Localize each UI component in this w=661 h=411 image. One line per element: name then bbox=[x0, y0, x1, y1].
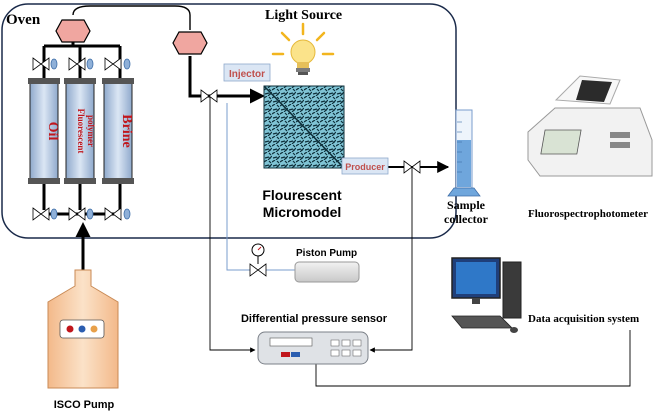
injector-label: Injector bbox=[229, 69, 265, 80]
column-oil-label: Oil bbox=[45, 122, 60, 141]
producer-label: Producer bbox=[345, 162, 385, 172]
computer-icon bbox=[451, 257, 522, 333]
column-polymer-label-2: polymer bbox=[86, 115, 96, 147]
light-bulb-icon bbox=[271, 22, 335, 75]
micromodel-label-2: Micromodel bbox=[263, 204, 342, 220]
sample-collector-label-2: collector bbox=[444, 212, 489, 226]
light-source-label: Light Source bbox=[265, 8, 342, 23]
data-acquisition-label: Data acquisition system bbox=[528, 313, 639, 325]
column-brine-label: Brine bbox=[119, 114, 134, 147]
oven-label: Oven bbox=[6, 12, 41, 28]
spectrophotometer-icon bbox=[527, 75, 653, 177]
isco-pump bbox=[47, 269, 119, 389]
valve-handles bbox=[50, 58, 131, 220]
isco-pump-label: ISCO Pump bbox=[54, 399, 115, 411]
pressure-gauge-icon bbox=[251, 243, 265, 264]
differential-pressure-sensor bbox=[257, 331, 369, 365]
column-polymer-label-1: Fluorescent bbox=[76, 109, 86, 154]
piston-pump bbox=[294, 261, 360, 283]
hex-valve-icon bbox=[172, 31, 208, 55]
small-valves bbox=[32, 57, 421, 277]
graduated-cylinder-icon bbox=[447, 109, 481, 197]
fluorospectrophotometer-label: Fluorospectrophotometer bbox=[528, 208, 648, 220]
diff-pressure-label: Differential pressure sensor bbox=[241, 313, 388, 325]
micromodel bbox=[263, 85, 345, 169]
sample-collector-label-1: Sample bbox=[447, 198, 486, 212]
piston-pump-label: Piston Pump bbox=[296, 248, 357, 259]
column-brine: Brine bbox=[102, 78, 134, 184]
hex-valve-icon bbox=[55, 19, 91, 43]
column-oil: Oil bbox=[28, 78, 60, 184]
micromodel-label-1: Flourescent bbox=[262, 187, 342, 203]
column-fluorescent-polymer: Fluorescent polymer bbox=[64, 78, 96, 184]
